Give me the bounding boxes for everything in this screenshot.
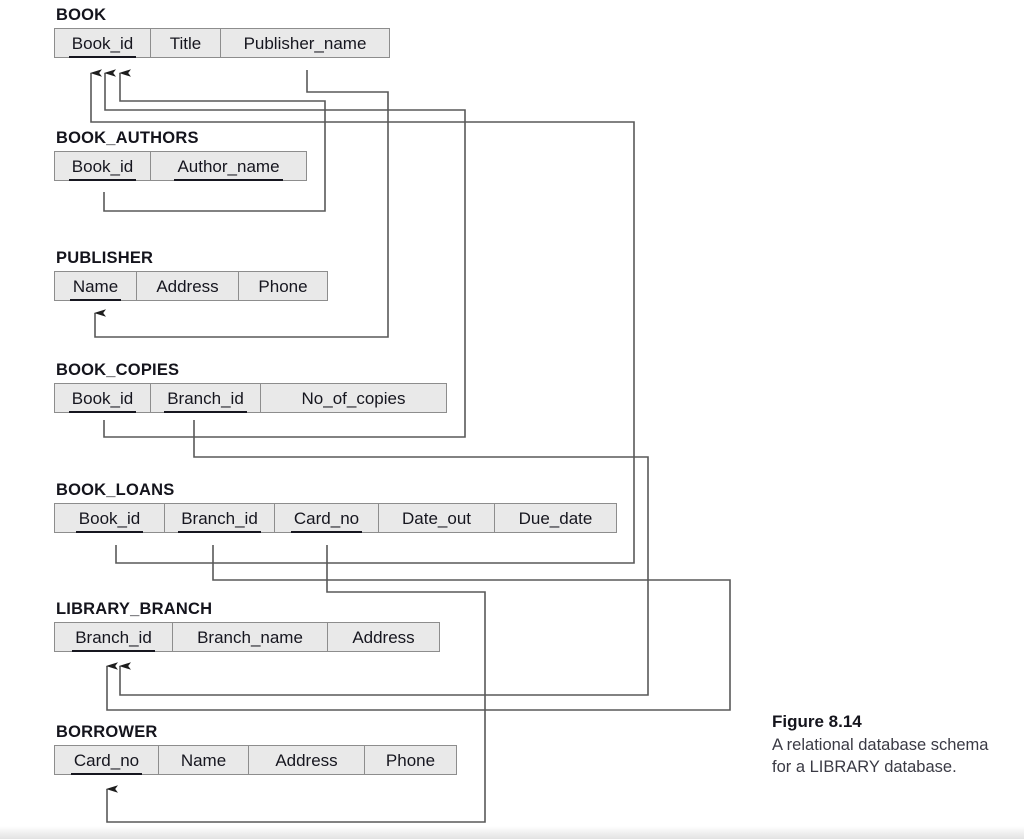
attribute-librarybranch-address[interactable]: Address xyxy=(327,622,440,652)
attribute-publisher-address[interactable]: Address xyxy=(136,271,238,301)
attribute-bookcopies-branch-id[interactable]: Branch_id xyxy=(150,383,260,413)
attribute-bookauthors-book-id[interactable]: Book_id xyxy=(54,151,150,181)
fk-bookloans-cardno-to-borrower xyxy=(106,545,486,823)
attribute-bookloans-card-no[interactable]: Card_no xyxy=(274,503,378,533)
attribute-book-title[interactable]: Title xyxy=(150,28,220,58)
attribute-row-borrower: Card_no Name Address Phone xyxy=(54,745,457,775)
relation-title-book-loans: BOOK_LOANS xyxy=(56,481,175,499)
attribute-bookloans-book-id[interactable]: Book_id xyxy=(54,503,164,533)
relation-publisher: PUBLISHER Name Address Phone xyxy=(54,249,328,301)
relation-book-copies: BOOK_COPIES Book_id Branch_id No_of_copi… xyxy=(54,361,447,413)
relation-title-book-copies: BOOK_COPIES xyxy=(56,361,180,379)
attribute-book-publisher-name[interactable]: Publisher_name xyxy=(220,28,390,58)
relation-library-branch: LIBRARY_BRANCH Branch_id Branch_name Add… xyxy=(54,600,440,652)
attribute-row-book-loans: Book_id Branch_id Card_no Date_out Due_d… xyxy=(54,503,617,533)
attribute-bookauthors-author-name[interactable]: Author_name xyxy=(150,151,307,181)
fk-bookcopies-branchid-to-librarybranch xyxy=(119,420,649,696)
relation-book: BOOK Book_id Title Publisher_name xyxy=(54,6,390,58)
attribute-borrower-name[interactable]: Name xyxy=(158,745,248,775)
attribute-bookloans-date-out[interactable]: Date_out xyxy=(378,503,494,533)
relation-title-library-branch: LIBRARY_BRANCH xyxy=(56,600,213,618)
relation-book-authors: BOOK_AUTHORS Book_id Author_name xyxy=(54,129,307,181)
figure-caption-body: A relational database schema for a LIBRA… xyxy=(772,736,989,776)
attribute-row-library-branch: Branch_id Branch_name Address xyxy=(54,622,440,652)
attribute-bookloans-due-date[interactable]: Due_date xyxy=(494,503,617,533)
attribute-row-book: Book_id Title Publisher_name xyxy=(54,28,390,58)
attribute-row-book-authors: Book_id Author_name xyxy=(54,151,307,181)
figure-caption-title: Figure 8.14 xyxy=(772,712,862,731)
figure-caption: Figure 8.14 A relational database schema… xyxy=(772,712,1012,778)
attribute-publisher-phone[interactable]: Phone xyxy=(238,271,328,301)
relation-title-book: BOOK xyxy=(56,6,107,24)
relation-title-borrower: BORROWER xyxy=(56,723,158,741)
relation-borrower: BORROWER Card_no Name Address Phone xyxy=(54,723,457,775)
attribute-librarybranch-branch-name[interactable]: Branch_name xyxy=(172,622,327,652)
relation-title-publisher: PUBLISHER xyxy=(56,249,154,267)
attribute-row-book-copies: Book_id Branch_id No_of_copies xyxy=(54,383,447,413)
attribute-borrower-phone[interactable]: Phone xyxy=(364,745,457,775)
attribute-bookloans-branch-id[interactable]: Branch_id xyxy=(164,503,274,533)
attribute-bookcopies-no-of-copies[interactable]: No_of_copies xyxy=(260,383,447,413)
attribute-book-book-id[interactable]: Book_id xyxy=(54,28,150,58)
page-bottom-edge xyxy=(0,826,1024,839)
relation-book-loans: BOOK_LOANS Book_id Branch_id Card_no Dat… xyxy=(54,481,617,533)
attribute-row-publisher: Name Address Phone xyxy=(54,271,328,301)
attribute-borrower-address[interactable]: Address xyxy=(248,745,364,775)
attribute-borrower-card-no[interactable]: Card_no xyxy=(54,745,158,775)
relation-title-book-authors: BOOK_AUTHORS xyxy=(56,129,199,147)
attribute-publisher-name[interactable]: Name xyxy=(54,271,136,301)
attribute-bookcopies-book-id[interactable]: Book_id xyxy=(54,383,150,413)
attribute-librarybranch-branch-id[interactable]: Branch_id xyxy=(54,622,172,652)
